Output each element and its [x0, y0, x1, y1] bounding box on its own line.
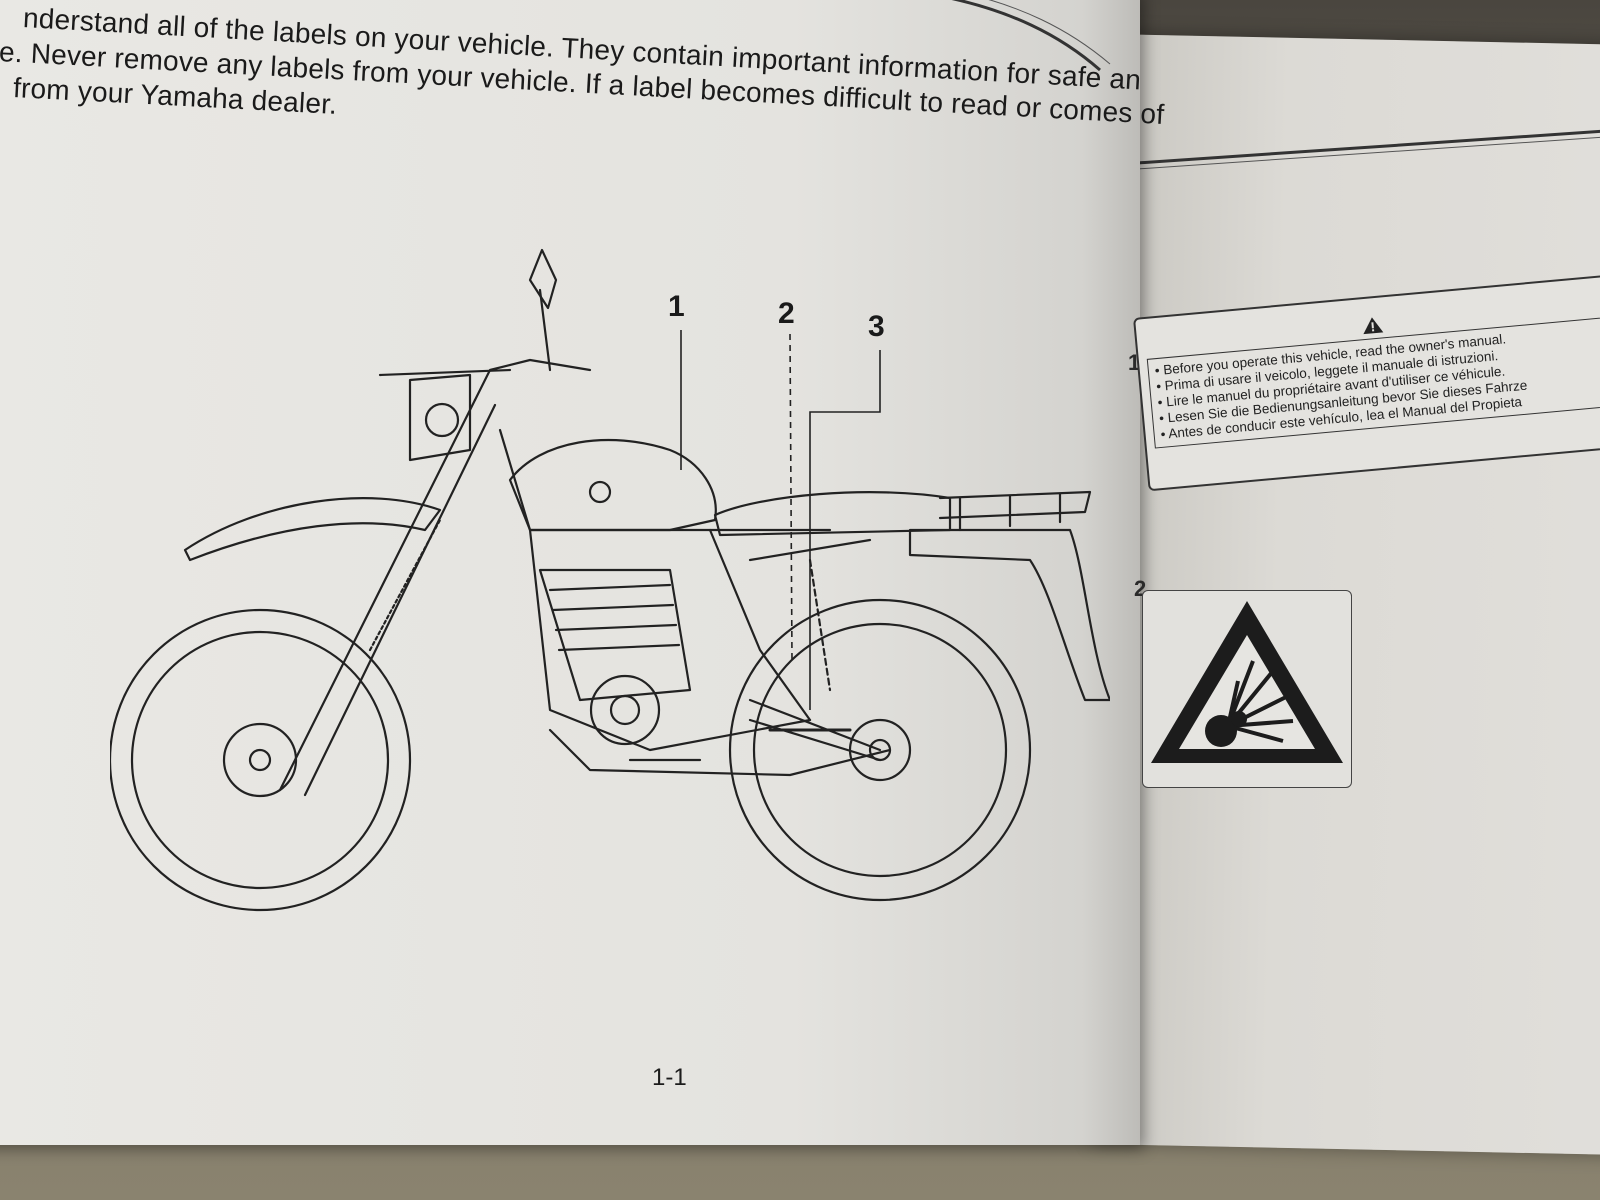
right-page	[1098, 34, 1600, 1156]
warning-triangle-icon	[1363, 317, 1384, 335]
callout-1: 1	[668, 290, 685, 323]
warning-label-card: • Before you operate this vehicle, read …	[1133, 274, 1600, 492]
callout-2: 2	[778, 297, 795, 330]
explosion-hazard-sticker	[1142, 590, 1352, 788]
motorcycle-diagram	[110, 248, 1110, 912]
callout-3: 3	[868, 310, 885, 343]
explosion-hazard-icon	[1151, 601, 1343, 763]
header-rule	[1118, 124, 1600, 171]
header-rule-left	[951, 0, 1111, 72]
warning-label-text: • Before you operate this vehicle, read …	[1146, 315, 1600, 449]
page-number: 1-1	[652, 1064, 687, 1091]
left-page	[0, 0, 1140, 1145]
